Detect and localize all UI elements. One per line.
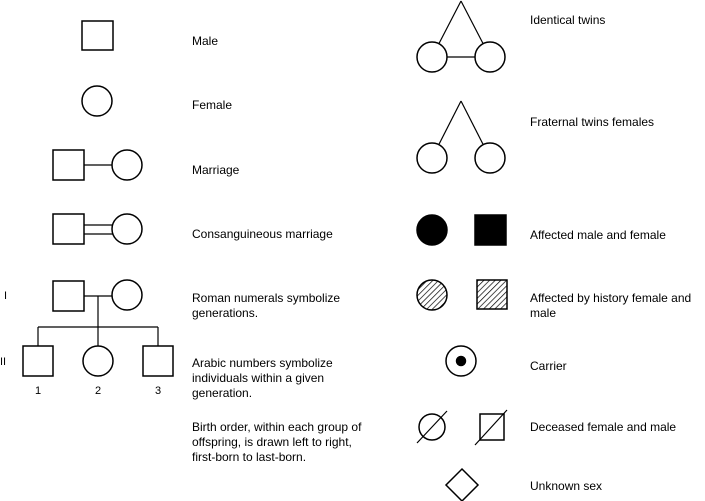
generation-2-individual-3 [142,345,174,377]
affected-male-square [474,214,507,246]
pedigree-example [22,279,174,377]
consanguineous-male-square [52,213,85,245]
carrier-symbol [445,345,477,377]
consanguineous-female-circle [111,213,143,245]
carrier-dot [455,355,467,367]
marriage-symbol [52,149,143,181]
fraternal-twin-left [416,142,448,174]
individual-number-1: 1 [35,385,42,397]
label-carrier: Carrier [530,359,567,373]
female-circle [81,85,113,117]
identical-twin-left [416,41,448,73]
identical-twins-symbol [416,0,506,73]
label-female: Female [192,98,233,112]
deceased-male-slash [474,409,508,446]
deceased-male-symbol [474,409,508,446]
label-male: Male [192,34,219,48]
label-marriage: Marriage [192,163,240,177]
consanguineous-marriage-symbol [52,213,143,245]
label-fraternal-twins: Fraternal twins females [530,115,655,129]
individual-number-3: 3 [155,385,162,397]
deceased-female-slash [416,410,448,444]
label-birth-order: Birth order, within each group of offspr… [192,420,362,464]
marriage-female-circle [111,149,143,181]
affected-history-male-square [476,279,508,310]
label-individuals: Arabic numbers symbolize individuals wit… [192,356,333,400]
label-consanguineous-marriage: Consanguineous marriage [192,227,333,241]
fraternal-twin-right [474,142,506,174]
generation-2-individual-2 [82,345,114,377]
affected-history-female-circle [416,279,448,311]
generation-2-individual-1 [22,345,54,377]
label-generations: Roman numerals symbolize generations. [192,291,341,320]
label-affected-history: Affected by history female and male [530,291,692,320]
marriage-male-square [52,149,85,181]
generation-1-mother [111,279,143,311]
label-deceased: Deceased female and male [530,420,677,434]
label-unknown-sex: Unknown sex [530,479,603,493]
generation-label-2: II [0,356,7,368]
fraternal-twins-symbol [416,100,506,174]
generation-1-father [52,280,85,312]
affected-female-circle [416,214,448,246]
label-affected: Affected male and female [530,228,666,242]
generation-label-1: I [4,290,8,302]
label-identical-twins: Identical twins [530,13,606,27]
identical-twin-right [474,41,506,73]
individual-number-2: 2 [95,385,102,397]
male-square [81,20,114,51]
unknown-sex-diamond [444,467,480,501]
deceased-female-symbol [416,410,448,444]
